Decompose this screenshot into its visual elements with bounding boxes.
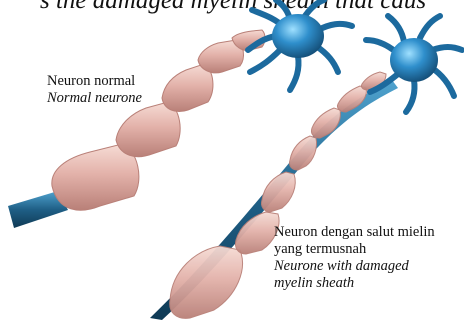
label-normal-english: Normal neurone (47, 90, 142, 107)
label-damaged-malay-2: yang termusnah (274, 241, 435, 258)
label-damaged-neuron: Neuron dengan salut mielin yang termusna… (274, 224, 435, 292)
label-normal-malay: Neuron normal (47, 73, 142, 90)
damaged-cell-body (366, 16, 462, 112)
label-damaged-english-1: Neurone with damaged (274, 258, 435, 275)
label-damaged-english-2: myelin sheath (274, 275, 435, 292)
normal-myelin-sheath (52, 30, 265, 210)
normal-neuron (8, 0, 352, 228)
label-normal-neuron: Neuron normal Normal neurone (47, 73, 142, 107)
label-damaged-malay-1: Neuron dengan salut mielin (274, 224, 435, 241)
